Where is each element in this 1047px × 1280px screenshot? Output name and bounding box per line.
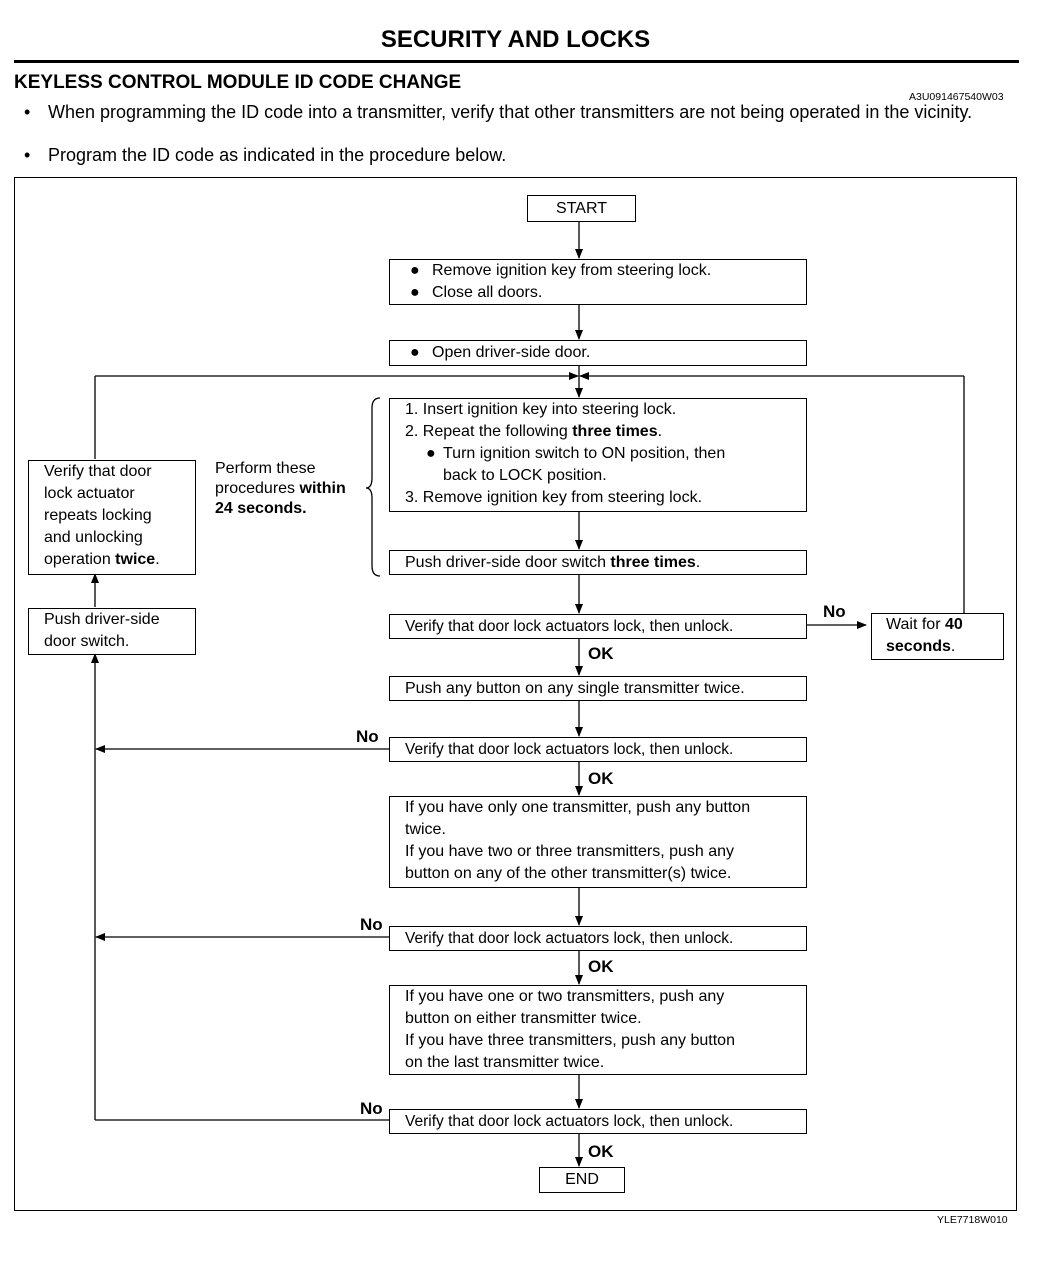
step-push-single-transmitter: Push any button on any single transmitte… — [389, 676, 807, 701]
step7-line-3: If you have three transmitters, push any… — [405, 1032, 735, 1049]
ok-label-2: OK — [588, 769, 614, 788]
step7-line-2: button on either transmitter twice. — [405, 1010, 642, 1027]
verify-left-line-3: repeats locking — [44, 507, 152, 524]
note-line-1: Perform these — [215, 460, 316, 477]
note-line-2-text: procedures — [215, 480, 300, 497]
step2-item: ● Open driver-side door. — [410, 341, 806, 365]
step1-item-2-text: Close all doors. — [432, 284, 543, 301]
check-3: Verify that door lock actuators lock, th… — [389, 926, 807, 951]
verify-left-line-4: and unlocking — [44, 529, 143, 546]
ok-label-3: OK — [588, 957, 614, 976]
bullet-mark: ● — [410, 344, 420, 361]
step3-line-2-end: . — [657, 423, 663, 440]
step-open-driver-door: ● Open driver-side door. — [389, 340, 807, 366]
section-code: A3U091467540W03 — [909, 91, 1004, 103]
push-left-line-1: Push driver-side — [44, 611, 160, 628]
step3-sub-line-1: Turn ignition switch to ON position, the… — [443, 445, 726, 462]
step3-line-2: 2. Repeat the following three times. — [405, 421, 806, 443]
step7-line-1: If you have one or two transmitters, pus… — [405, 988, 725, 1005]
step6-line-3: If you have two or three transmitters, p… — [405, 843, 735, 860]
step3-sub-line-2: back to LOCK position. — [443, 467, 607, 484]
check-2: Verify that door lock actuators lock, th… — [389, 737, 807, 762]
no-label-1: No — [823, 602, 846, 621]
header-rule — [14, 60, 1019, 63]
verify-left-emphasis: twice — [115, 551, 156, 568]
verify-left-line-5-text: operation — [44, 551, 116, 568]
page-title: SECURITY AND LOCKS — [380, 26, 651, 53]
section-title: KEYLESS CONTROL MODULE ID CODE CHANGE — [14, 72, 462, 93]
time-limit-note: Perform these procedures within 24 secon… — [215, 459, 346, 519]
step-push-door-switch-three-times: Push driver-side door switch three times… — [389, 550, 807, 575]
check-4: Verify that door lock actuators lock, th… — [389, 1109, 807, 1134]
end-terminal: END — [539, 1167, 625, 1193]
step3-sub-item: ● Turn ignition switch to ON position, th… — [405, 443, 806, 465]
bullet-mark: • — [24, 102, 31, 122]
step6-line-1: If you have only one transmitter, push a… — [405, 799, 751, 816]
note-line-3: 24 seconds. — [215, 500, 307, 517]
check-1: Verify that door lock actuators lock, th… — [389, 614, 807, 639]
wait-line-1: Wait for 40 — [886, 614, 1003, 636]
push-driver-door-switch-box: Push driver-side door switch. — [28, 608, 196, 655]
step4-text: Push driver-side door switch — [405, 554, 611, 571]
note-line-2: procedures within — [215, 479, 346, 499]
step3-line-5: 3. Remove ignition key from steering loc… — [405, 489, 703, 506]
figure-code: YLE7718W010 — [937, 1214, 1008, 1226]
push-left-line-2: door switch. — [44, 633, 130, 650]
verify-left-line-2: lock actuator — [44, 485, 135, 502]
start-terminal: START — [527, 195, 636, 222]
wait-box: Wait for 40 seconds. — [871, 613, 1004, 660]
figure-frame — [14, 177, 1017, 1211]
verify-left-end: . — [155, 551, 160, 568]
step-remove-key-close-doors: ● Remove ignition key from steering lock.… — [389, 259, 807, 305]
step-ignition-sequence: 1. Insert ignition key into steering loc… — [389, 398, 807, 512]
step1-item-1-text: Remove ignition key from steering lock. — [432, 262, 712, 279]
ok-label-1: OK — [588, 644, 614, 663]
step3-line-1: 1. Insert ignition key into steering loc… — [405, 401, 677, 418]
wait-end: . — [950, 638, 956, 655]
intro-bullet-2-text: Program the ID code as indicated in the … — [48, 145, 507, 165]
wait-seconds-value: 40 — [944, 616, 963, 633]
step4-end: . — [695, 554, 701, 571]
ok-label-4: OK — [588, 1142, 614, 1161]
step3-line-2-text: 2. Repeat the following — [405, 423, 573, 440]
step1-item-2: ● Close all doors. — [410, 282, 806, 304]
bullet-mark: ● — [410, 262, 420, 279]
step6-line-4: button on any of the other transmitter(s… — [405, 865, 732, 882]
bullet-mark: ● — [426, 445, 436, 462]
step-last-transmitter: If you have one or two transmitters, pus… — [389, 985, 807, 1075]
intro-bullet-1-text: When programming the ID code into a tran… — [48, 102, 973, 122]
wait-unit: seconds — [886, 638, 951, 655]
note-emphasis: within — [299, 480, 346, 497]
step7-line-4: on the last transmitter twice. — [405, 1054, 605, 1071]
step1-item-1: ● Remove ignition key from steering lock. — [410, 260, 806, 282]
bullet-mark: ● — [410, 284, 420, 301]
wait-text: Wait for — [886, 616, 945, 633]
step6-line-2: twice. — [405, 821, 446, 838]
bullet-mark: • — [24, 145, 31, 165]
no-label-4: No — [360, 1099, 383, 1118]
verify-left-line-5: operation twice. — [44, 549, 195, 571]
step4-emphasis: three times — [610, 554, 696, 571]
no-label-3: No — [360, 915, 383, 934]
step3-emphasis: three times — [572, 423, 658, 440]
wait-line-2: seconds. — [886, 636, 1003, 658]
step2-text: Open driver-side door. — [432, 344, 591, 361]
step-other-transmitters: If you have only one transmitter, push a… — [389, 796, 807, 888]
no-label-2: No — [356, 727, 379, 746]
verify-repeat-box: Verify that door lock actuator repeats l… — [28, 460, 196, 575]
verify-left-line-1: Verify that door — [44, 463, 152, 480]
